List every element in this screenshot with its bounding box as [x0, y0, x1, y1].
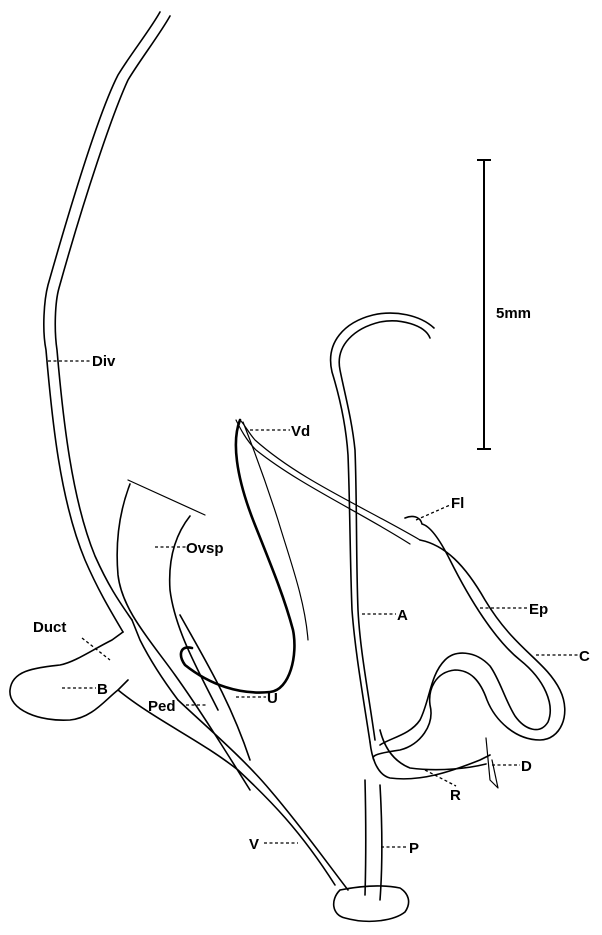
epiphallus — [373, 516, 565, 760]
label-d: D — [521, 758, 532, 775]
label-u: U — [267, 690, 278, 707]
diverticulum — [44, 12, 170, 632]
oviduct — [117, 480, 250, 790]
scale-bar — [477, 160, 491, 449]
label-b: B — [97, 681, 108, 698]
label-a: A — [397, 607, 408, 624]
label-ovsp: Ovsp — [186, 540, 224, 557]
label-c: C — [579, 648, 590, 665]
label-fl: Fl — [451, 495, 464, 512]
vas-deferens — [236, 420, 420, 544]
label-v: V — [249, 836, 259, 853]
penis-and-retractor — [365, 730, 498, 900]
label-ep: Ep — [529, 601, 548, 618]
label-duct: Duct — [33, 619, 66, 636]
scale-bar-label: 5mm — [496, 305, 531, 322]
label-div: Div — [92, 353, 116, 370]
label-r: R — [450, 787, 461, 804]
label-p: P — [409, 840, 419, 857]
label-ped: Ped — [148, 698, 176, 715]
genital-atrium — [334, 886, 409, 922]
label-vd: Vd — [291, 423, 310, 440]
vagina — [118, 690, 348, 890]
